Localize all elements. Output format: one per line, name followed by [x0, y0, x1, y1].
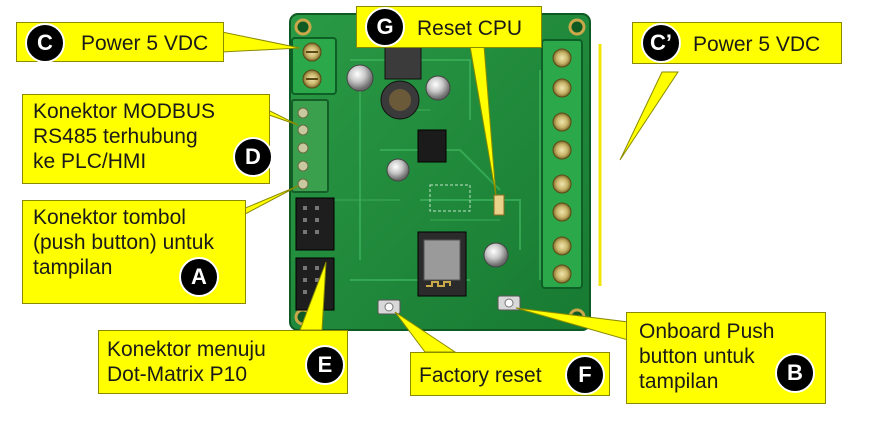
badge-f: F	[565, 355, 605, 395]
badge-c-prime: C’	[641, 23, 681, 63]
power-terminal-left	[291, 37, 337, 95]
callout-d: Konektor MODBUS RS485 terhubung ke PLC/H…	[22, 94, 273, 184]
callout-d-text: Konektor MODBUS RS485 terhubung ke PLC/H…	[33, 100, 216, 173]
callout-c-prime: C’ Power 5 VDC	[632, 22, 842, 64]
callout-e: Konektor menuju Dot-Matrix P10 E	[98, 330, 348, 394]
callout-a-text: Konektor tombol (push button) untuk tamp…	[33, 206, 214, 279]
badge-d: D	[233, 137, 273, 177]
badge-c: C	[25, 23, 65, 63]
badge-a: A	[179, 257, 219, 297]
badge-b: B	[775, 353, 815, 393]
ribbon-headers	[295, 197, 335, 311]
badge-g: G	[365, 7, 405, 47]
modbus-connector	[291, 99, 329, 193]
board-components	[346, 34, 521, 315]
callout-e-text: Konektor menuju Dot-Matrix P10	[107, 338, 266, 386]
callout-b-text: Onboard Push button untuk tampilan	[639, 320, 775, 393]
power-terminal-right	[541, 39, 602, 289]
callout-f-text: Factory reset	[419, 364, 542, 387]
badge-e: E	[305, 345, 345, 385]
callout-c-prime-text: Power 5 VDC	[693, 33, 821, 56]
callout-g-text: Reset CPU	[417, 17, 523, 40]
callout-b: Onboard Push button untuk tampilan B	[626, 312, 826, 404]
callout-c-text: Power 5 VDC	[81, 32, 209, 55]
callout-g: G Reset CPU	[356, 6, 542, 48]
callout-f: Factory reset F	[410, 352, 610, 396]
callout-c: C Power 5 VDC	[16, 22, 224, 63]
callout-a: Konektor tombol (push button) untuk tamp…	[22, 200, 246, 304]
